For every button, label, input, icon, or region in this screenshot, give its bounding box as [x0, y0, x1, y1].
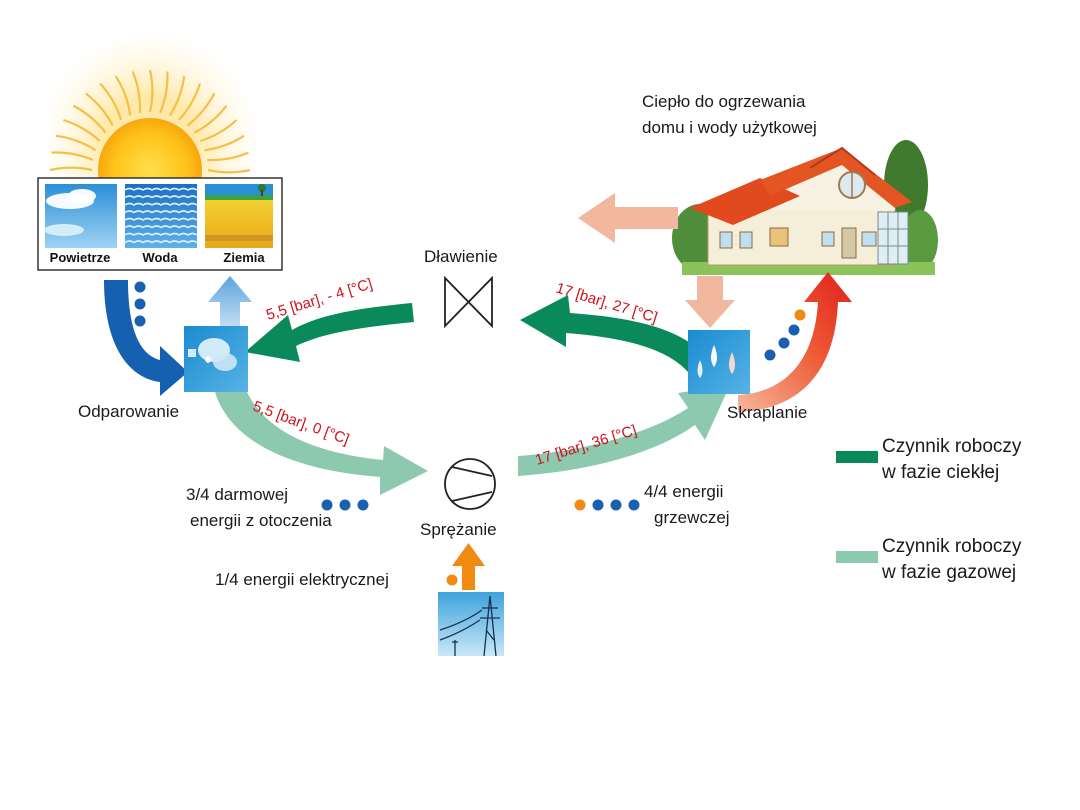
legend-gas-line1: Czynnik roboczy	[882, 536, 1022, 557]
condenser-icon	[688, 330, 750, 394]
free-energy-label-line2: energii z otoczenia	[190, 511, 332, 530]
electric-energy-label: 1/4 energii elektrycznej	[215, 570, 389, 589]
air-source-icon	[44, 184, 117, 248]
throttling-label: Dławienie	[424, 247, 498, 266]
free-energy-dots	[321, 499, 369, 511]
house-return-arrow	[685, 276, 735, 328]
condensation-label: Skraplanie	[727, 403, 807, 422]
air-label: Powietrze	[50, 250, 111, 265]
ground-source-icon	[205, 184, 273, 248]
legend: Czynnik roboczy w fazie ciekłej Czynnik …	[836, 436, 1022, 583]
water-source-icon	[124, 184, 198, 248]
house-heat-label-line2: domu i wody użytkowej	[642, 118, 817, 137]
heat-output-arrow	[738, 272, 852, 412]
evaporator-icon	[184, 326, 248, 392]
electric-energy-dot	[446, 574, 458, 586]
heating-energy-label-line2: grzewczej	[654, 508, 730, 527]
heating-energy-label-line1: 4/4 energii	[644, 482, 723, 501]
legend-liquid-line1: Czynnik roboczy	[882, 436, 1022, 457]
heat-to-house-arrow	[578, 193, 678, 243]
gas-arrow-to-condenser	[518, 385, 730, 476]
source-return-arrow	[208, 276, 252, 338]
water-label: Woda	[142, 250, 178, 265]
source-heat-arrow	[104, 280, 188, 396]
legend-liquid-line2: w fazie ciekłej	[881, 462, 999, 483]
legend-swatch-gas	[836, 551, 878, 563]
compressor-icon	[444, 458, 496, 510]
compression-label: Sprężanie	[420, 520, 497, 539]
free-energy-label-line1: 3/4 darmowej	[186, 485, 288, 504]
liquid-arrow-to-evaporator	[245, 303, 414, 362]
ground-label: Ziemia	[223, 250, 265, 265]
legend-swatch-liquid	[836, 451, 878, 463]
throttle-valve-icon	[444, 275, 493, 329]
house-icon	[672, 140, 938, 275]
power-grid-icon	[438, 592, 504, 657]
liquid-arrow-to-throttle	[520, 295, 705, 372]
heating-energy-dots-condenser	[764, 309, 806, 361]
heating-energy-dots	[574, 499, 640, 511]
house-heat-label-line1: Ciepło do ogrzewania	[642, 92, 806, 111]
gas-arrow-to-compressor	[212, 370, 428, 495]
source-energy-dots	[134, 281, 146, 327]
evaporation-label: Odparowanie	[78, 402, 179, 421]
legend-gas-line2: w fazie gazowej	[881, 562, 1016, 583]
electric-input-arrow	[452, 543, 485, 590]
heat-sources-panel: Powietrze Woda Ziemia	[37, 177, 283, 271]
